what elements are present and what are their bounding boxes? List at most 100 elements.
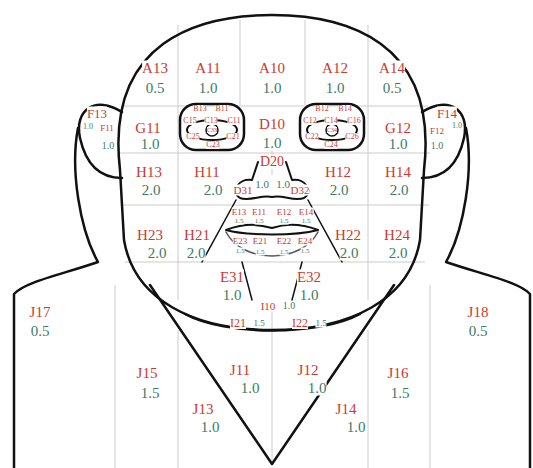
region-code: E13 xyxy=(232,208,247,217)
weight-value: 1.5 xyxy=(235,218,244,225)
weight-value: 1.0 xyxy=(255,179,269,190)
weight-value: 1.0 xyxy=(241,381,260,396)
weight-value: 2.0 xyxy=(204,183,223,198)
region-code: E24 xyxy=(298,237,313,246)
weight-value: 2.0 xyxy=(390,183,409,198)
region-code: J16 xyxy=(388,366,409,381)
weight-value: 1.5 xyxy=(315,319,326,328)
region-code: B14 xyxy=(338,105,351,113)
weight-value: 0.5 xyxy=(383,81,402,96)
weight-value: 1.5 xyxy=(256,249,265,256)
weight-value: 1.0 xyxy=(263,136,282,151)
region-code: D10 xyxy=(259,117,285,132)
region-code: C15 xyxy=(183,117,196,125)
region-code: C33 xyxy=(207,127,217,133)
region-code: A13 xyxy=(142,61,168,76)
weight-value: 0.5 xyxy=(146,81,165,96)
weight-value: 1.0 xyxy=(347,420,366,435)
weight-value: 2.0 xyxy=(187,246,206,261)
weight-value: 1.5 xyxy=(391,386,410,401)
region-code: I10 xyxy=(261,301,276,312)
region-code: H12 xyxy=(325,165,351,180)
region-code: D20 xyxy=(260,155,284,169)
region-code: E12 xyxy=(277,208,292,217)
weight-value: 1.0 xyxy=(276,179,290,190)
weight-value: 0.5 xyxy=(31,324,50,339)
region-code: F14 xyxy=(437,107,457,120)
weight-value: 1.5 xyxy=(302,218,311,225)
weight-value: 1.0 xyxy=(199,81,218,96)
weight-value: 1.0 xyxy=(223,288,242,303)
weight-value: 1.0 xyxy=(201,420,220,435)
region-code: C34 xyxy=(327,127,337,133)
region-code: G11 xyxy=(135,121,160,136)
region-code: C21 xyxy=(226,133,239,141)
weight-value: 1.5 xyxy=(141,386,160,401)
region-code: C23 xyxy=(206,141,219,149)
weight-value: 1.0 xyxy=(141,137,160,152)
region-code: E32 xyxy=(297,270,321,285)
region-code: J15 xyxy=(137,366,158,381)
region-code: H21 xyxy=(184,228,210,243)
region-code: H22 xyxy=(335,228,361,243)
weight-value: 1.0 xyxy=(263,81,282,96)
weight-value: 2.0 xyxy=(142,183,161,198)
region-code: C25 xyxy=(186,133,199,141)
region-code: J17 xyxy=(30,305,51,320)
weight-value: 1.0 xyxy=(326,81,345,96)
region-code: E23 xyxy=(233,237,248,246)
weight-value: 2.0 xyxy=(340,246,359,261)
region-code: E31 xyxy=(220,270,244,285)
weight-value: 0.5 xyxy=(469,324,488,339)
weight-value: 2.0 xyxy=(389,246,408,261)
region-code: A10 xyxy=(259,61,285,76)
region-code: A14 xyxy=(379,61,405,76)
region-code: C24 xyxy=(324,141,337,149)
region-code: F11 xyxy=(100,124,114,133)
region-code: A11 xyxy=(195,61,220,76)
region-code: C22 xyxy=(305,133,318,141)
region-code: C14 xyxy=(324,117,337,125)
region-code: J14 xyxy=(336,402,357,417)
region-code: H11 xyxy=(194,165,219,180)
region-code: E22 xyxy=(277,237,292,246)
region-code: B11 xyxy=(215,105,228,113)
region-code: H13 xyxy=(136,165,162,180)
region-code: H23 xyxy=(137,228,163,243)
weight-value: 1.0 xyxy=(452,122,462,130)
region-code: C13 xyxy=(204,117,217,125)
weight-value: 1.5 xyxy=(280,249,289,256)
region-code: J12 xyxy=(298,363,319,378)
region-code: C26 xyxy=(345,133,358,141)
region-code: H14 xyxy=(385,165,411,180)
weight-value: 1.0 xyxy=(102,141,115,151)
region-code: C11 xyxy=(227,117,240,125)
weight-value: 2.0 xyxy=(148,246,167,261)
region-code: B12 xyxy=(315,105,328,113)
region-code: E14 xyxy=(299,208,314,217)
region-code: J11 xyxy=(230,363,250,378)
weight-value: 1.5 xyxy=(301,248,310,255)
region-code: J13 xyxy=(193,402,214,417)
region-code: A12 xyxy=(322,61,348,76)
weight-value: 1.0 xyxy=(431,141,444,151)
weight-value: 1.5 xyxy=(280,218,289,225)
weight-value: 1.0 xyxy=(308,381,327,396)
region-code: H24 xyxy=(384,228,410,243)
weight-value: 1.0 xyxy=(83,123,93,131)
weight-value: 2.0 xyxy=(330,183,349,198)
weight-value: 1.5 xyxy=(255,218,264,225)
region-code: E21 xyxy=(253,237,268,246)
region-code: B13 xyxy=(193,105,206,113)
weight-value: 1.5 xyxy=(236,248,245,255)
region-code: D32 xyxy=(291,185,310,196)
region-code: C12 xyxy=(303,117,316,125)
weight-value: 1.5 xyxy=(253,319,264,328)
region-code: E11 xyxy=(252,208,266,217)
region-code: J18 xyxy=(468,305,489,320)
region-code: D31 xyxy=(234,185,253,196)
region-code: C16 xyxy=(347,117,360,125)
weight-value: 1.0 xyxy=(283,301,296,311)
region-code: I22 xyxy=(292,317,308,329)
